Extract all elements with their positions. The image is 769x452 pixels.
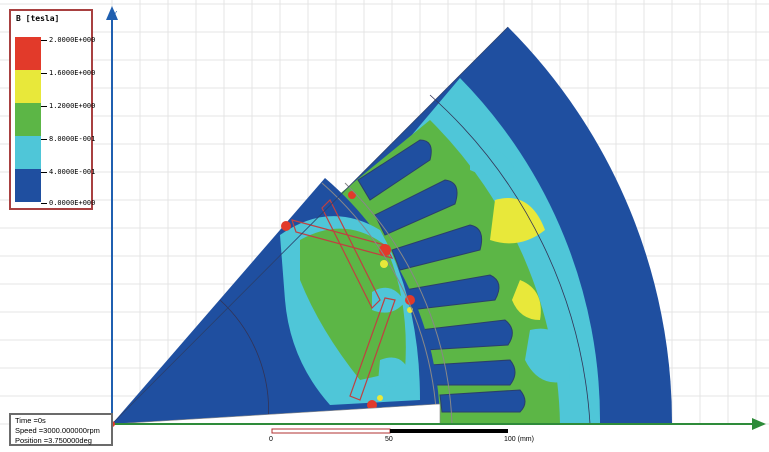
stator-cyan-patch [470,147,515,175]
saturation-hotspots [281,191,415,410]
y-axis-arrow-icon [106,6,118,20]
legend-label: 4.0000E-001 [49,168,96,176]
legend-swatch-cyan [15,136,41,169]
legend-swatch-red [15,37,41,70]
y-axis-label: Y [113,10,118,18]
stator-slot [419,319,513,351]
scale-label-100: 100 (mm) [504,436,534,443]
stator-slot [391,224,483,271]
legend-title: B [tesla] [16,14,60,23]
rotor-green-region [300,228,406,380]
airgap-arc [321,182,438,425]
stator-slot [404,274,500,311]
legend-swatch-blue [15,169,41,202]
stator-outer-arc [429,94,591,425]
scale-label-0: 0 [269,436,273,443]
info-speed: Speed =3000.000000rpm [15,426,100,435]
legend-swatch-yellow [15,70,41,103]
sector-boundary [111,26,509,425]
scale-label-50: 50 [385,436,393,443]
legend-label: 8.0000E-001 [49,135,96,143]
rotor-cyan-patch [378,357,412,387]
scale-bar [271,428,508,434]
stator-slot [374,179,458,236]
rotor-cyan-patch [372,287,405,313]
airgap-arc [344,182,453,425]
stator-saturation-zone [512,280,541,320]
legend-label: 2.0000E+000 [49,36,96,44]
rotor-magnet [291,219,394,259]
legend-swatch-green [15,103,41,136]
stator-slot [357,139,432,201]
rotor-magnets [291,198,396,401]
legend-label: 0.0000E+000 [49,199,96,207]
rotor-magnet [321,198,381,310]
legend-label: 1.2000E+000 [49,102,96,110]
stator-saturation-zone [490,198,545,244]
info-position: Position =3.750000deg [15,436,92,445]
simulation-info-box: Time =0s Speed =3000.000000rpm Position … [9,413,113,446]
stator-slot [439,389,526,413]
stator-slots [357,139,526,413]
stator-cyan-patch [525,328,570,383]
x-axis-arrow-icon [752,418,766,430]
info-time: Time =0s [15,416,46,425]
legend-label: 1.6000E+000 [49,69,96,77]
stator-slot [429,359,516,386]
shaft-arc [219,299,269,425]
rotor-magnet [349,297,396,401]
color-legend[interactable]: B [tesla] 2.0000E+000 1.6000E+000 1.2000… [9,9,96,210]
